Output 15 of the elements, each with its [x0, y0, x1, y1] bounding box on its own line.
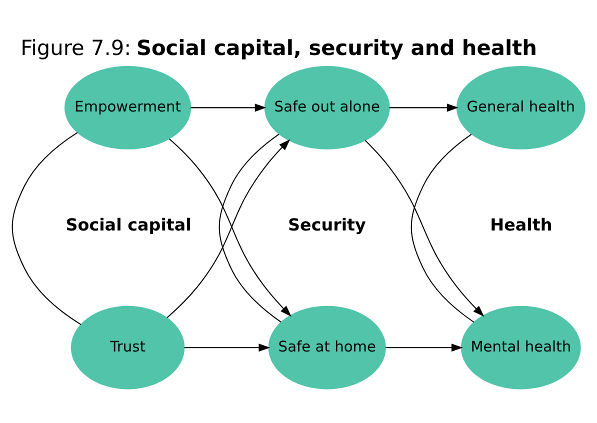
diagram-title: Figure 7.9: Social capital, security and health [20, 35, 537, 60]
arrow [364, 139, 484, 316]
node-ellipse: Empowerment [64, 65, 192, 149]
node-ellipse: General health [456, 65, 586, 149]
label: Security [288, 215, 366, 234]
node-ellipse: Trust [70, 305, 185, 389]
connector [12, 132, 82, 324]
label: Social capital [66, 215, 192, 234]
label: Health [490, 215, 552, 234]
connector [218, 133, 282, 322]
arrow [389, 103, 459, 112]
arrow [184, 343, 270, 352]
connector [410, 133, 474, 322]
arrow [386, 343, 463, 352]
arrow [190, 103, 266, 112]
